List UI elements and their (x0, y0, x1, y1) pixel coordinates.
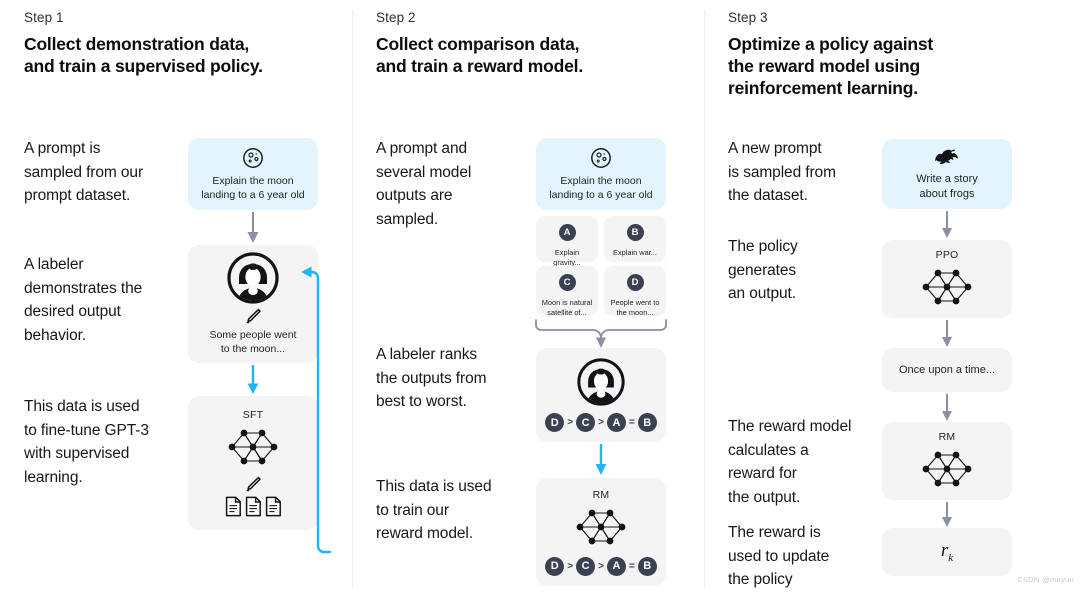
neural-network-icon (916, 446, 978, 492)
frog-icon (932, 146, 962, 166)
reward-subscript: k (948, 551, 954, 564)
rank-badge-a: A (606, 413, 626, 432)
paragraph-1-2: A labeler demonstrates the desired outpu… (24, 256, 143, 344)
document-icon (265, 496, 282, 517)
column-step-3: Step 3 Optimize a policy against the rew… (704, 0, 1080, 590)
paragraph-1-3: This data is used to fine-tune GPT-3 wit… (24, 398, 149, 486)
reward-value-text: rk (941, 540, 953, 564)
pencil-icon (244, 476, 262, 492)
reward-model-card-2[interactable]: RM (536, 478, 666, 586)
arrow-down-cyan-1 (245, 365, 261, 395)
rank-operator: > (567, 560, 574, 572)
prompt-card-1-text: Explain the moon landing to a 6 year old (201, 175, 305, 201)
labeler-card-1[interactable]: Some people went to the moon... (188, 245, 318, 363)
output-card[interactable]: Once upon a time... (882, 348, 1012, 392)
labeler-avatar-icon (227, 252, 279, 304)
rank-operator: > (598, 560, 604, 572)
option-text-d: People went to the moon... (610, 298, 660, 317)
rank-badge-d: D (545, 556, 565, 576)
sft-model-card[interactable]: SFT (188, 396, 318, 530)
rank-operator: > (567, 417, 574, 428)
option-badge-b: B (626, 224, 644, 241)
paragraph-2-2: A labeler ranks the outputs from best to… (376, 346, 487, 410)
option-card-b[interactable]: B Explain war... (604, 216, 666, 262)
option-card-c[interactable]: C Moon is natural satellite of... (536, 266, 598, 317)
prompt-card-2-text: Explain the moon landing to a 6 year old (549, 175, 653, 201)
step-label-2: Step 2 (376, 10, 416, 25)
paragraph-3-2: The policy generates an output. (728, 238, 798, 302)
arrow-down-gray-3c (939, 394, 955, 422)
option-text-b: Explain war... (613, 248, 657, 257)
column-divider-1 (352, 10, 353, 588)
rank-badge-c: C (576, 413, 596, 432)
option-text-a: Explain gravity... (553, 248, 581, 267)
option-card-a[interactable]: A Explain gravity... (536, 216, 598, 267)
reward-model-card-3[interactable]: RM (882, 422, 1012, 500)
labeler-card-1-text: Some people went to the moon... (209, 329, 297, 355)
neural-network-icon (916, 264, 978, 310)
option-badge-a: A (558, 224, 576, 241)
step-label-1: Step 1 (24, 10, 64, 25)
rm-label-3: RM (938, 430, 956, 443)
option-badge-c: C (558, 274, 576, 291)
reward-symbol: r (940, 540, 949, 562)
ranking-row: D > C > A = B (545, 413, 657, 432)
prompt-card-3[interactable]: Write a story about frogs (882, 139, 1012, 209)
paragraph-2-3: This data is used to train our reward mo… (376, 478, 492, 542)
rank-operator: = (628, 560, 635, 572)
moon-icon (589, 146, 613, 170)
rank-badge-b: B (637, 556, 657, 576)
prompt-card-2[interactable]: Explain the moon landing to a 6 year old (536, 138, 666, 210)
column-divider-2 (704, 10, 705, 588)
document-icon (245, 496, 262, 517)
paragraph-3-3: The reward model calculates a reward for… (728, 418, 852, 506)
document-icon-group (225, 496, 282, 517)
ppo-policy-card[interactable]: PPO (882, 240, 1012, 318)
paragraph-3-1: A new prompt is sampled from the dataset… (728, 140, 836, 204)
rank-badge-b: B (637, 413, 657, 432)
rank-operator: = (628, 417, 635, 428)
labeler-avatar-icon (577, 358, 625, 406)
step-title-3: Optimize a policy against the reward mod… (728, 34, 934, 98)
option-badge-d: D (626, 274, 644, 291)
option-card-d[interactable]: D People went to the moon... (604, 266, 666, 317)
rank-badge-c: C (576, 556, 596, 576)
feedback-loop-arrow-cyan (300, 265, 336, 560)
paragraph-2-1: A prompt and several model outputs are s… (376, 140, 472, 228)
pencil-icon (244, 308, 262, 324)
neural-network-icon (222, 424, 284, 470)
neural-network-icon (570, 504, 632, 550)
moon-icon (241, 146, 265, 170)
document-icon (225, 496, 242, 517)
step-label-3: Step 3 (728, 10, 768, 25)
ranking-row-rm: D > C > A = B (545, 556, 657, 576)
step-title-1: Collect demonstration data, and train a … (24, 34, 263, 76)
reward-value-card[interactable]: rk (882, 528, 1012, 576)
rank-badge-a: A (606, 556, 626, 576)
prompt-card-1[interactable]: Explain the moon landing to a 6 year old (188, 138, 318, 210)
arrow-down-cyan-2 (593, 444, 609, 476)
sft-label: SFT (242, 409, 264, 421)
arrow-down-gray-3a (939, 211, 955, 239)
ppo-label: PPO (935, 248, 959, 261)
rank-badge-d: D (545, 413, 565, 432)
paragraph-3-4: The reward is used to update the policy (728, 524, 830, 588)
rank-operator: > (598, 417, 604, 428)
rm-label-2: RM (592, 488, 610, 501)
ranking-card[interactable]: D > C > A = B (536, 348, 666, 442)
arrow-down-gray-3d (939, 502, 955, 528)
step-title-2: Collect comparison data, and train a rew… (376, 34, 583, 76)
option-text-c: Moon is natural satellite of... (541, 298, 593, 317)
arrow-down-gray-1 (245, 212, 261, 244)
brace-converge-icon (532, 318, 672, 348)
prompt-card-3-text: Write a story about frogs (916, 173, 978, 200)
column-step-2: Step 2 Collect comparison data, and trai… (352, 0, 704, 590)
output-card-text: Once upon a time... (899, 363, 995, 376)
watermark: CSDN @muyuu (1017, 575, 1074, 584)
paragraph-1-1: A prompt is sampled from our prompt data… (24, 140, 144, 204)
column-step-1: Step 1 Collect demonstration data, and t… (0, 0, 352, 590)
arrow-down-gray-3b (939, 320, 955, 348)
